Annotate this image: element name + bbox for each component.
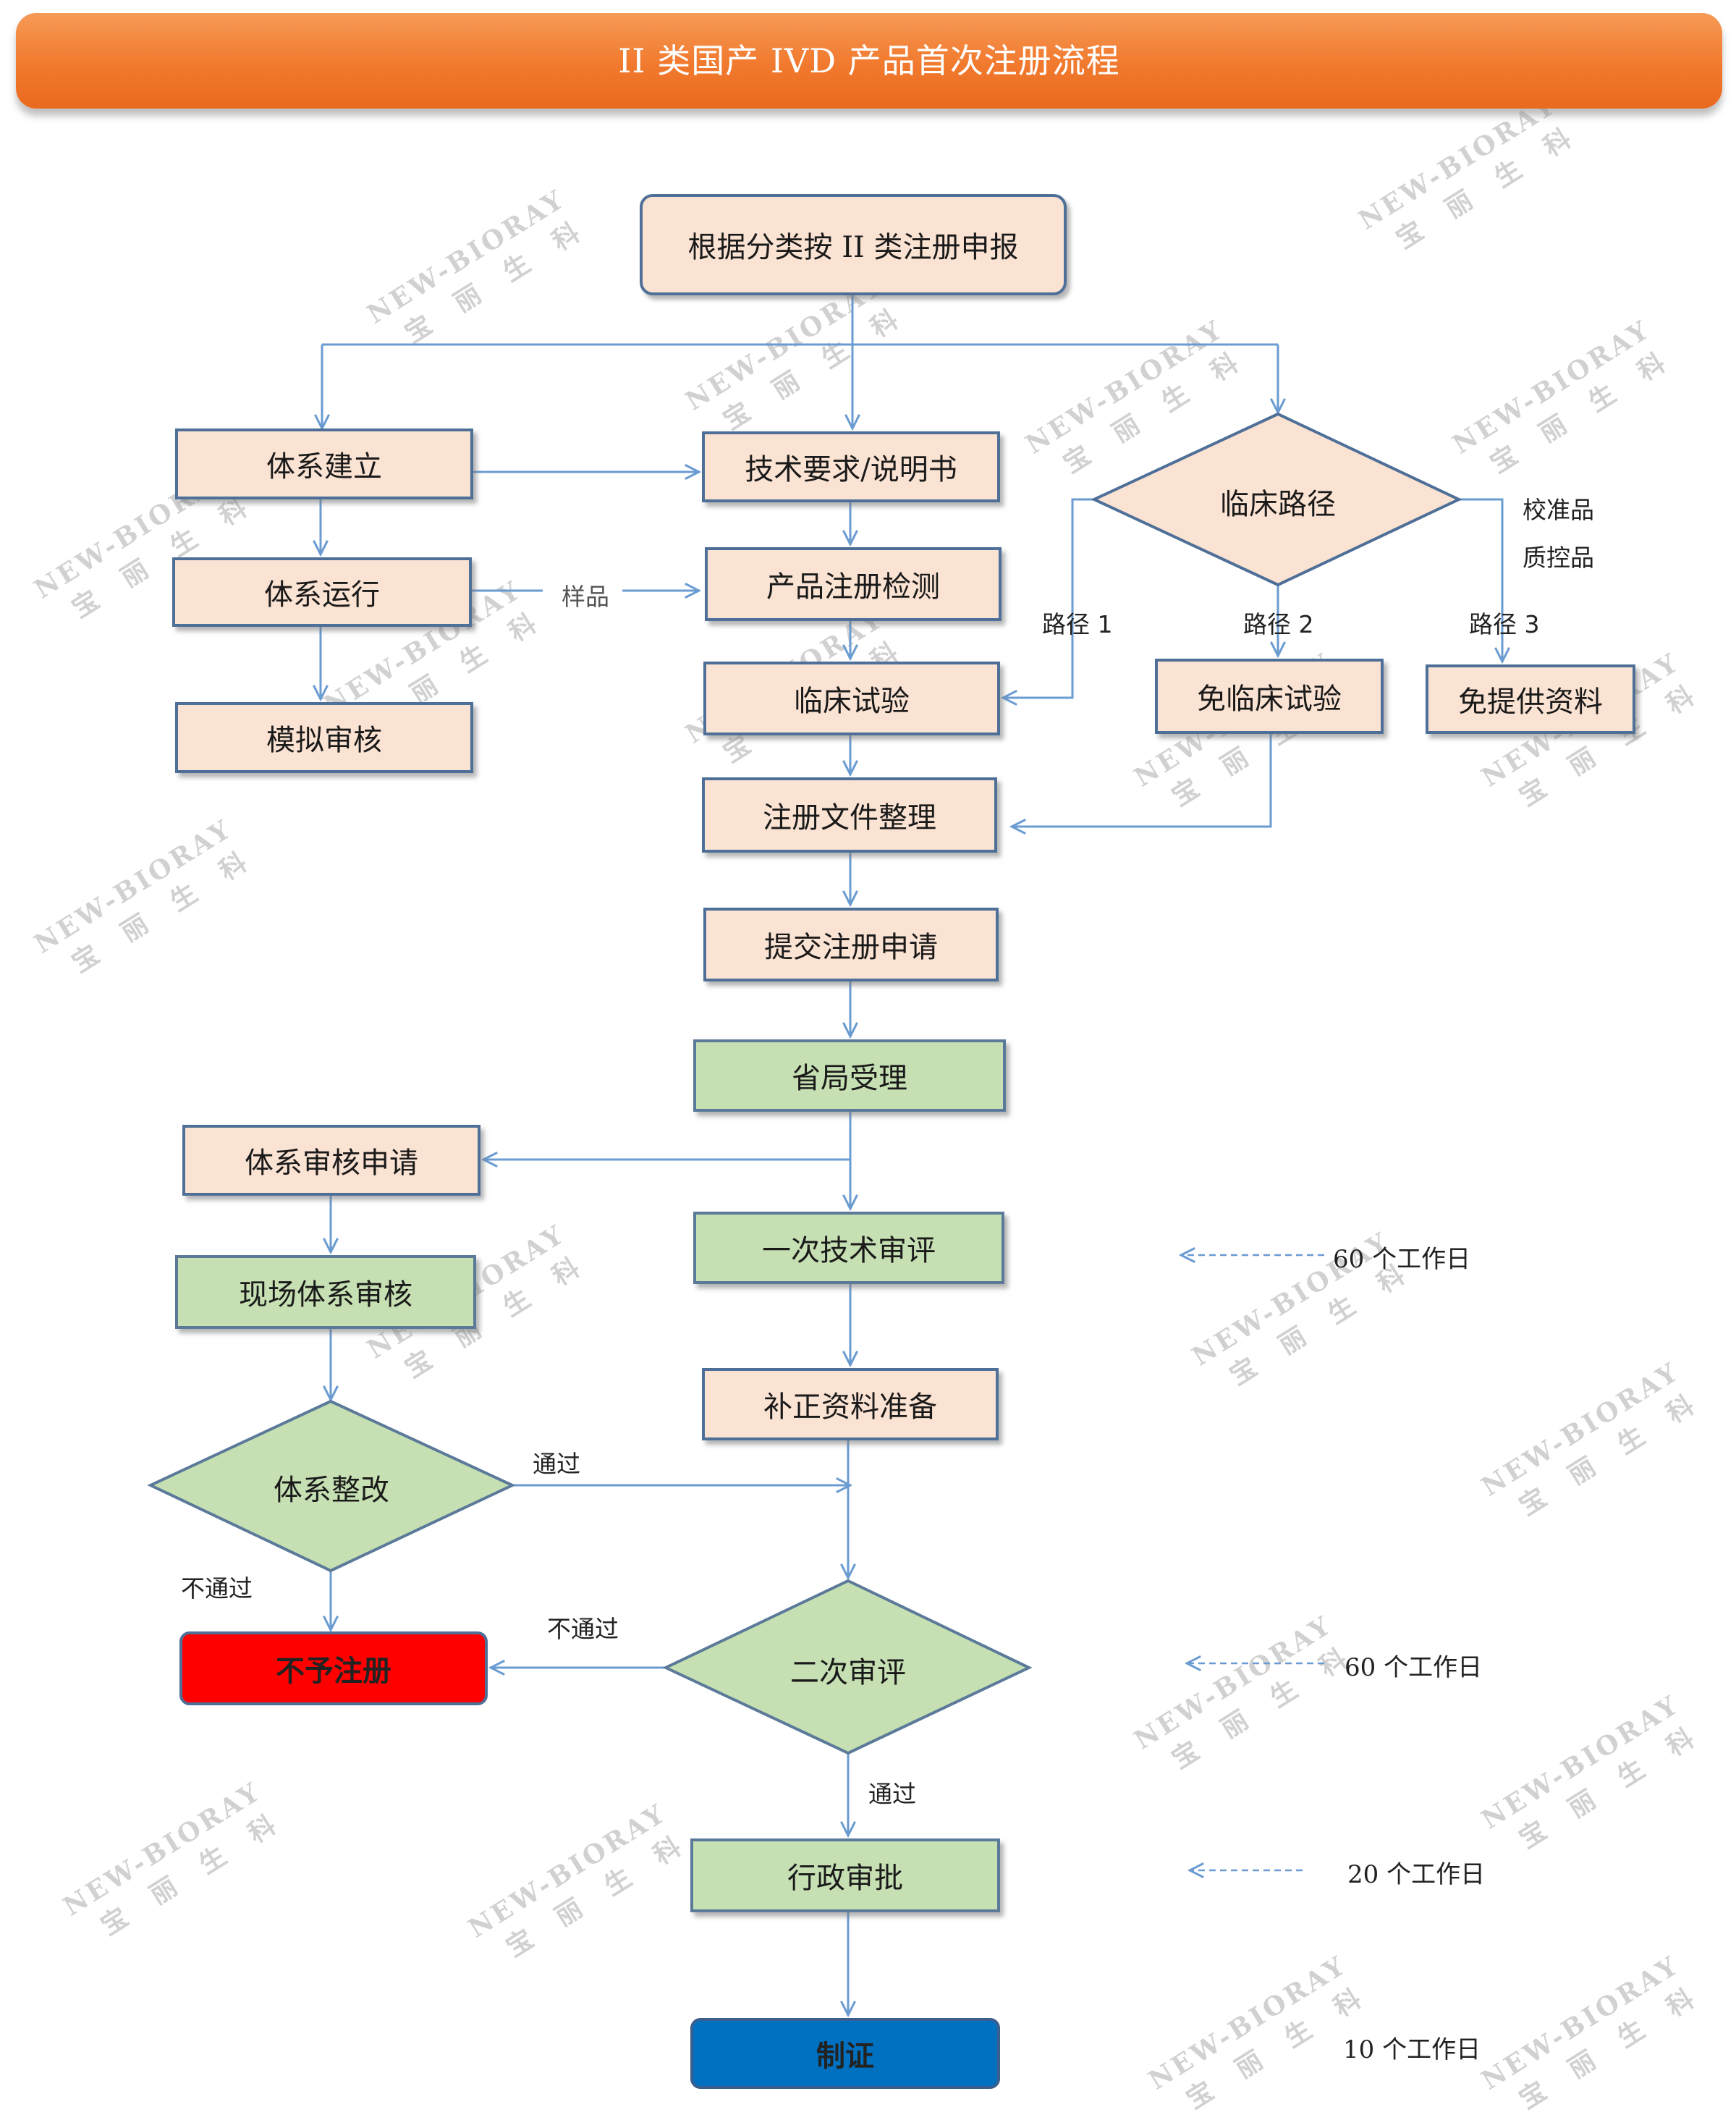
submit-label: 提交注册申请 — [764, 931, 938, 964]
exempt-trial-label: 免临床试验 — [1197, 683, 1342, 716]
exempt-trial-node: 免临床试验 — [1155, 659, 1384, 734]
reg-test-node: 产品注册检测 — [705, 547, 1002, 621]
arrow-exempt-to-docs — [1012, 734, 1272, 827]
submit-node: 提交注册申请 — [703, 908, 999, 981]
certificate-label: 制证 — [816, 2039, 874, 2073]
clinical-trial-node: 临床试验 — [703, 662, 1000, 735]
reject-label: 不予注册 — [276, 1654, 391, 1688]
clinical-path-label: 临床路径 — [1220, 488, 1336, 521]
exempt-docs-label: 免提供资料 — [1458, 685, 1603, 719]
supplement-label: 补正资料准备 — [763, 1390, 937, 1424]
mock-audit-node: 模拟审核 — [175, 702, 473, 773]
arrow-path1 — [1003, 498, 1094, 698]
system-build-label: 体系建立 — [266, 450, 382, 484]
first-review-node: 一次技术审评 — [693, 1212, 1004, 1284]
audit-apply-node: 体系审核申请 — [182, 1125, 480, 1196]
path3-label: 路径 3 — [1469, 610, 1540, 638]
certificate-node: 制证 — [690, 2018, 1000, 2089]
page-title: II 类国产 IVD 产品首次注册流程 — [618, 41, 1120, 80]
admin-approval-label: 行政审批 — [787, 1862, 903, 1895]
rectify-fail-label: 不通过 — [181, 1574, 253, 1603]
audit-apply-label: 体系审核申请 — [245, 1147, 418, 1180]
sample-label: 样品 — [562, 583, 609, 611]
tech-req-node: 技术要求/说明书 — [702, 431, 1000, 502]
second-review-diamond — [662, 1579, 1033, 1755]
onsite-audit-node: 现场体系审核 — [175, 1255, 476, 1329]
second-pass-label: 通过 — [868, 1780, 916, 1808]
reject-node: 不予注册 — [179, 1631, 488, 1705]
doc-prep-label: 注册文件整理 — [763, 801, 936, 835]
doc-prep-node: 注册文件整理 — [702, 777, 997, 853]
path1-label: 路径 1 — [1042, 610, 1113, 638]
start-node-label: 根据分类按 II 类注册申报 — [687, 231, 1019, 264]
exempt-docs-node: 免提供资料 — [1426, 664, 1635, 734]
mock-audit-label: 模拟审核 — [266, 724, 382, 757]
provincial-label: 省局受理 — [792, 1062, 907, 1095]
rectify-label: 体系整改 — [274, 1474, 389, 1507]
clinical-trial-label: 临床试验 — [794, 685, 910, 718]
system-run-label: 体系运行 — [264, 578, 380, 612]
clinical-path-diamond — [1091, 412, 1462, 587]
timeline-days-1: 60 个工作日 — [1333, 1245, 1471, 1274]
onsite-audit-label: 现场体系审核 — [239, 1278, 412, 1312]
rectify-diamond — [147, 1399, 516, 1573]
qc-label: 质控品 — [1523, 544, 1594, 572]
reg-test-label: 产品注册检测 — [766, 570, 940, 604]
first-review-label: 一次技术审评 — [762, 1234, 936, 1267]
start-node: 根据分类按 II 类注册申报 — [640, 194, 1067, 295]
system-run-node: 体系运行 — [172, 557, 472, 627]
timeline-days-3: 20 个工作日 — [1347, 1860, 1486, 1889]
admin-approval-node: 行政审批 — [690, 1838, 1000, 1912]
supplement-node: 补正资料准备 — [702, 1368, 999, 1440]
rectify-pass-label: 通过 — [533, 1450, 580, 1478]
system-build-node: 体系建立 — [175, 428, 473, 499]
timeline-days-2: 60 个工作日 — [1345, 1653, 1483, 1682]
title-banner: II 类国产 IVD 产品首次注册流程 — [16, 13, 1722, 109]
arrow-path3 — [1459, 498, 1502, 662]
path2-label: 路径 2 — [1243, 610, 1314, 638]
calibrator-label: 校准品 — [1523, 496, 1594, 524]
timeline-days-4: 10 个工作日 — [1343, 2035, 1481, 2064]
second-fail-label: 不通过 — [547, 1615, 619, 1643]
second-review-label: 二次审评 — [790, 1656, 906, 1689]
provincial-node: 省局受理 — [693, 1039, 1006, 1112]
tech-req-label: 技术要求/说明书 — [745, 453, 957, 486]
